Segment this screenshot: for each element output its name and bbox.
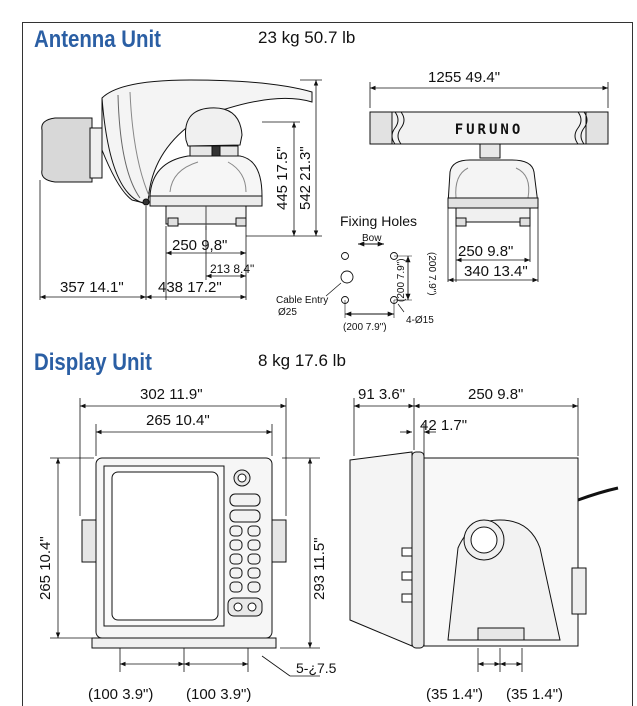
dim-display-depth-250: 250 9.8" — [468, 386, 523, 403]
dim-antenna-depth-438: 438 17.2" — [158, 279, 222, 296]
antenna-weight: 23 kg 50.7 lb — [258, 28, 356, 47]
furuno-logo: FURUNO — [455, 122, 524, 138]
dim-antenna-445: 445 17.5" — [274, 146, 291, 210]
dim-display-bottom-100a: (100 3.9") — [88, 686, 153, 703]
dim-antenna-542: 542 21.3" — [297, 146, 314, 210]
fixing-vertical-short: (200 7.9") — [426, 252, 437, 296]
dim-antenna-base-250: 250 9,8" — [172, 237, 227, 254]
antenna-front-dimensions — [369, 82, 609, 283]
antenna-side-dimensions — [39, 79, 322, 300]
dim-display-depth-91: 91 3.6" — [358, 386, 405, 403]
display-side-view — [349, 451, 619, 649]
display-front-dimensions — [50, 398, 320, 677]
antenna-title: Antenna Unit — [34, 26, 161, 53]
dim-display-depth-42: 42 1.7" — [420, 417, 467, 434]
dim-antenna-width-1255: 1255 49.4" — [428, 69, 500, 86]
dim-display-bottom-35a: (35 1.4") — [426, 686, 483, 703]
dim-display-height-293: 293 11.5" — [311, 537, 328, 600]
dim-display-width-302: 302 11.9" — [140, 386, 203, 403]
display-front-view — [81, 457, 287, 649]
dim-antenna-depth-357: 357 14.1" — [60, 279, 124, 296]
fixing-holes-title: Fixing Holes — [340, 213, 417, 229]
fixing-holes-diagram — [325, 241, 412, 318]
antenna-side-view — [41, 79, 313, 230]
dim-antenna-front-250: 250 9.8" — [458, 243, 513, 260]
dim-display-width-265: 265 10.4" — [146, 412, 210, 429]
dim-display-height-265: 265 10.4" — [37, 536, 54, 600]
dim-display-bottom-100b: (100 3.9") — [186, 686, 251, 703]
display-title: Display Unit — [34, 349, 152, 376]
dim-display-screw: 5-¿7.5 — [296, 660, 337, 676]
dim-antenna-base-213: 213 8.4" — [210, 262, 254, 276]
fixing-horizontal-dim: (200 7.9") — [343, 322, 387, 333]
drawing-frame — [22, 22, 633, 706]
antenna-front-view — [369, 111, 609, 227]
cable-entry-diameter: Ø25 — [278, 307, 297, 318]
fixing-holes-count: 4-Ø15 — [406, 315, 434, 326]
display-weight: 8 kg 17.6 lb — [258, 351, 346, 370]
cable-entry-label: Cable Entry — [276, 295, 328, 306]
dim-antenna-front-340: 340 13.4" — [464, 263, 528, 280]
fixing-bow-label: Bow — [362, 233, 382, 244]
display-side-dimensions — [353, 398, 579, 672]
dim-display-bottom-35b: (35 1.4") — [506, 686, 563, 703]
fixing-vertical-dim: (200 7.9") — [396, 258, 407, 302]
